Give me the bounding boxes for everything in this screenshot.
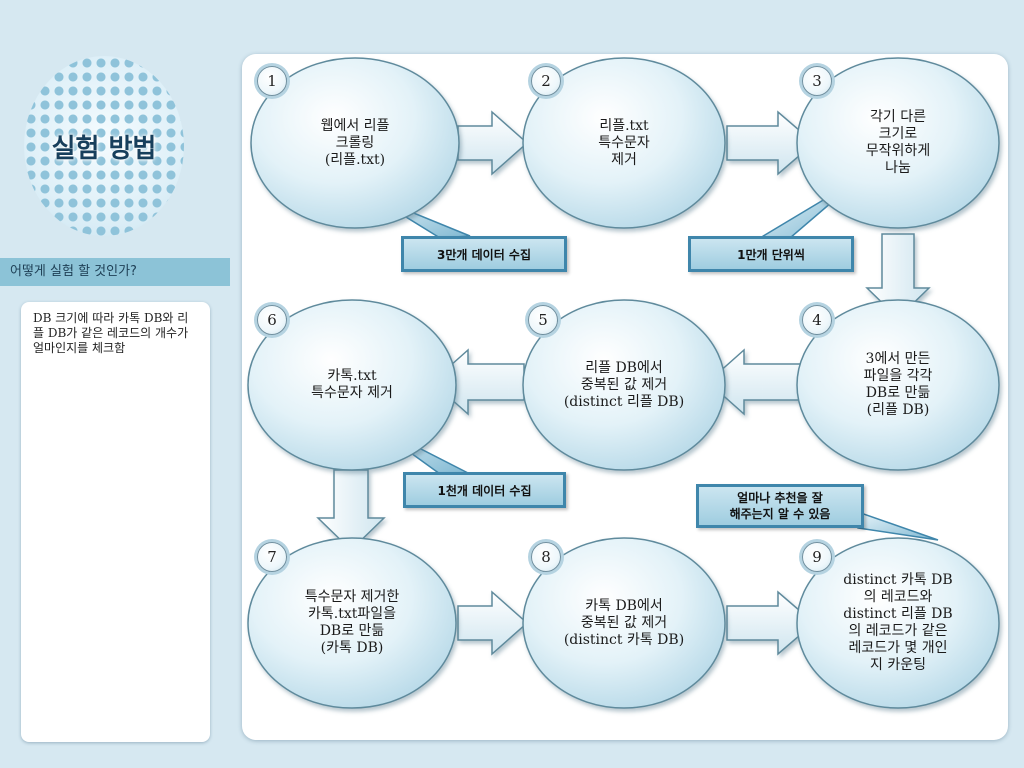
callout-2-text: 1만개 단위씩 — [737, 247, 805, 262]
subtitle-bar: 어떻게 실험 할 것인가? — [0, 258, 230, 286]
step-3-line: 나눔 — [885, 160, 911, 176]
step-number-3: 3 — [802, 66, 832, 96]
step-3-line: 크기로 — [878, 126, 918, 142]
step-9-line: distinct 리플 DB — [843, 606, 953, 622]
step-4-line: DB로 만듦 — [865, 385, 931, 401]
step-8-line: (distinct 카톡 DB) — [563, 631, 685, 648]
step-5-line: 리플 DB에서 — [585, 359, 663, 376]
step-7-line: 카톡.txt파일을 — [308, 606, 396, 622]
step-7-line: 특수문자 제거한 — [304, 589, 400, 605]
arrow-6-to-7 — [316, 469, 386, 552]
step-7-line: (카톡 DB) — [320, 640, 384, 656]
step-6-line: 카톡.txt — [327, 368, 377, 384]
step-number-5: 5 — [528, 305, 558, 335]
callout-1man-unit: 1만개 단위씩 — [688, 236, 854, 272]
step-9-line: 지 카운팅 — [870, 657, 926, 673]
step-2-line: 특수문자 — [598, 134, 650, 151]
step-4-line: 파일을 각각 — [863, 368, 933, 384]
step-number-8: 8 — [531, 542, 561, 572]
step-node-6 — [247, 299, 457, 471]
callout-1cheon-data: 1천개 데이터 수집 — [403, 472, 566, 508]
step-node-4 — [796, 299, 1000, 471]
step-node-8 — [522, 537, 726, 709]
step-1-line: (리플.txt) — [324, 151, 386, 168]
arrow-8-to-9 — [726, 590, 816, 656]
step-9-line: 레코드가 몇 개인 — [848, 640, 948, 656]
description-text: DB 크기에 따라 카톡 DB와 리플 DB가 같은 레코드의 개수가 얼마인지… — [33, 311, 189, 355]
arrow-2-to-3 — [726, 110, 816, 176]
step-1-line: 웹에서 리플 — [320, 117, 390, 134]
callout-pointer-4 — [857, 510, 939, 541]
step-7-line: DB로 만듦 — [319, 623, 385, 639]
arrow-4-to-5 — [706, 348, 804, 416]
step-3-line: 무작위하게 — [865, 143, 931, 159]
step-3-line: 각기 다른 — [870, 109, 926, 125]
step-8-line: 중복된 값 제거 — [580, 614, 668, 631]
step-9-line: distinct 카톡 DB — [843, 572, 953, 588]
description-panel: DB 크기에 따라 카톡 DB와 리플 DB가 같은 레코드의 개수가 얼마인지… — [21, 302, 210, 742]
callout-4-line: 해주는지 알 수 있음 — [729, 507, 831, 521]
step-4-line: 3에서 만든 — [865, 351, 931, 367]
step-5-line: 중복된 값 제거 — [580, 376, 668, 393]
step-1-line: 크롤링 — [335, 134, 375, 151]
callout-3-text: 1천개 데이터 수집 — [437, 483, 532, 498]
step-number-1: 1 — [257, 66, 287, 96]
callout-3man-data: 3만개 데이터 수집 — [401, 236, 567, 272]
step-8-line: 카톡 DB에서 — [585, 597, 663, 614]
step-node-9 — [796, 537, 1000, 709]
title-disc — [24, 56, 184, 236]
step-node-5 — [522, 299, 726, 471]
step-9-line: 의 레코드가 같은 — [848, 623, 948, 639]
step-number-7: 7 — [257, 542, 287, 572]
step-6-line: 특수문자 제거 — [311, 385, 393, 401]
arrow-1-to-2 — [457, 110, 529, 176]
arrow-7-to-8 — [457, 590, 529, 656]
step-2-line: 리플.txt — [599, 117, 649, 134]
step-5-line: (distinct 리플 DB) — [563, 393, 685, 410]
callout-4-line: 얼마나 추천을 잘 — [737, 491, 823, 505]
step-node-3 — [796, 57, 1000, 229]
slide-title: 실험 방법 — [51, 134, 157, 164]
step-2-line: 제거 — [611, 151, 637, 168]
step-node-1 — [250, 57, 460, 229]
callout-1-text: 3만개 데이터 수집 — [437, 247, 531, 262]
step-node-7 — [247, 537, 457, 709]
step-9-line: 의 레코드와 — [863, 589, 933, 605]
step-number-9: 9 — [802, 542, 832, 572]
step-number-6: 6 — [257, 305, 287, 335]
step-number-4: 4 — [802, 305, 832, 335]
step-4-line: (리플 DB) — [866, 402, 930, 418]
step-number-2: 2 — [531, 66, 561, 96]
step-node-2 — [522, 57, 726, 229]
